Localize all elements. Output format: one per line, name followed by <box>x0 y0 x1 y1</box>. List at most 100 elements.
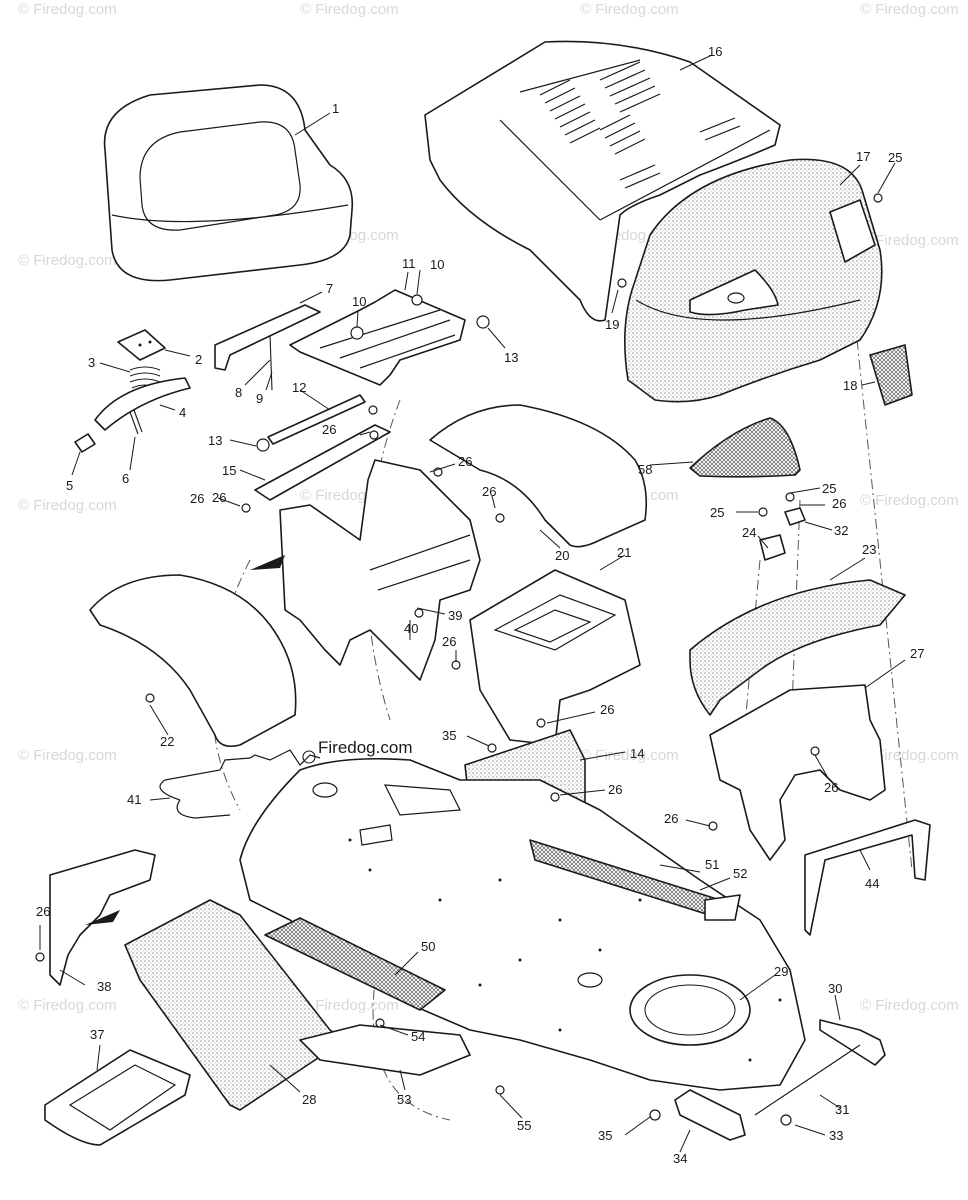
callout-16: 16 <box>708 44 722 59</box>
watermark-text: © Firedog.com <box>860 747 959 764</box>
callout-8: 8 <box>235 385 242 400</box>
callout-26l: 26 <box>212 490 226 505</box>
watermark-text: © Firedog.com <box>300 997 399 1014</box>
console <box>469 569 641 746</box>
callout-26j: 26 <box>664 811 678 826</box>
direction-arrows <box>85 555 285 925</box>
callout-25a: 25 <box>888 150 902 165</box>
footrest-mesh <box>264 917 446 1011</box>
callout-51: 51 <box>705 857 719 872</box>
callout-30: 30 <box>828 981 842 996</box>
hood-panel <box>424 40 781 322</box>
callout-9: 9 <box>256 391 263 406</box>
callout-labels: 1 2 3 4 5 6 7 8 9 10 10 11 12 13 13 14 1… <box>36 44 924 1166</box>
callout-27: 27 <box>910 646 924 661</box>
callout-28: 28 <box>302 1092 316 1107</box>
foot-pedal <box>44 1049 191 1146</box>
callout-26b: 26 <box>458 454 472 469</box>
callout-58: 58 <box>638 462 652 477</box>
callout-13a: 13 <box>504 350 518 365</box>
callout-32: 32 <box>834 523 848 538</box>
callout-3: 3 <box>88 355 95 370</box>
callout-21: 21 <box>617 545 631 560</box>
callout-26e: 26 <box>442 634 456 649</box>
callout-44: 44 <box>865 876 879 891</box>
callout-15: 15 <box>222 463 236 478</box>
callout-54: 54 <box>411 1029 425 1044</box>
callout-29: 29 <box>774 964 788 979</box>
callout-17: 17 <box>856 149 870 164</box>
callout-40: 40 <box>404 621 418 636</box>
fender-right <box>429 404 648 548</box>
rod-and-plate <box>254 394 391 501</box>
callout-5: 5 <box>66 478 73 493</box>
callout-31: 31 <box>835 1102 849 1117</box>
callout-25b: 25 <box>710 505 724 520</box>
watermark-text: © Firedog.com <box>580 747 679 764</box>
callout-12: 12 <box>292 380 306 395</box>
callout-14: 14 <box>630 746 644 761</box>
dash-bracket <box>709 684 886 861</box>
frame <box>239 757 806 1091</box>
callout-6: 6 <box>122 471 129 486</box>
watermark-text: © Firedog.com <box>860 997 959 1014</box>
dash-housing <box>689 507 906 716</box>
callout-35a: 35 <box>442 728 456 743</box>
callout-26h: 26 <box>832 496 846 511</box>
watermark-text: © Firedog.com <box>860 1 959 18</box>
callout-50: 50 <box>421 939 435 954</box>
callout-2: 2 <box>195 352 202 367</box>
watermark-text: © Firedog.com <box>18 997 117 1014</box>
callout-18: 18 <box>843 378 857 393</box>
watermark-text: © Firedog.com <box>860 232 959 249</box>
screws <box>35 193 883 1095</box>
callout-39: 39 <box>448 608 462 623</box>
callout-52: 52 <box>733 866 747 881</box>
callout-55: 55 <box>517 1118 531 1133</box>
brand-text: Firedog.com <box>318 738 412 757</box>
callout-26d: 26 <box>190 491 204 506</box>
linkage-hardware <box>649 1019 886 1141</box>
support-bracket <box>804 819 931 936</box>
watermark-text: © Firedog.com <box>18 747 117 764</box>
rear-fender-body <box>279 459 481 681</box>
leader-lines <box>39 54 906 1153</box>
mesh-screen <box>689 417 801 478</box>
callout-20: 20 <box>555 548 569 563</box>
seat <box>103 84 354 282</box>
callout-22: 22 <box>160 734 174 749</box>
callout-26f: 26 <box>600 702 614 717</box>
callout-26c: 26 <box>482 484 496 499</box>
callout-38: 38 <box>97 979 111 994</box>
watermark-text: © Firedog.com <box>18 1 117 18</box>
callout-19: 19 <box>605 317 619 332</box>
callout-7: 7 <box>326 281 333 296</box>
callout-10a: 10 <box>352 294 366 309</box>
hood-grille <box>624 158 883 403</box>
callout-37: 37 <box>90 1027 104 1042</box>
fender-left <box>89 574 297 748</box>
callout-34: 34 <box>673 1151 687 1166</box>
callout-25c: 25 <box>822 481 836 496</box>
callout-4: 4 <box>179 405 186 420</box>
callout-41: 41 <box>127 792 141 807</box>
callout-11: 11 <box>402 256 416 271</box>
hood-vents <box>539 61 741 189</box>
seat-hardware <box>74 304 321 453</box>
callout-26g: 26 <box>608 782 622 797</box>
callout-35b: 35 <box>598 1128 612 1143</box>
callout-1: 1 <box>332 101 339 116</box>
footrest <box>299 1024 471 1076</box>
callout-24: 24 <box>742 525 756 540</box>
wire-harness <box>159 749 321 819</box>
callout-26k: 26 <box>36 904 50 919</box>
callout-10b: 10 <box>430 257 444 272</box>
brand-icon <box>302 750 316 764</box>
headlight-lens <box>869 344 913 406</box>
seat-bracket <box>289 289 490 386</box>
watermark-text: © Firedog.com <box>300 1 399 18</box>
watermark-text: © Firedog.com <box>18 252 117 269</box>
callout-13b: 13 <box>208 433 222 448</box>
callout-23: 23 <box>862 542 876 557</box>
